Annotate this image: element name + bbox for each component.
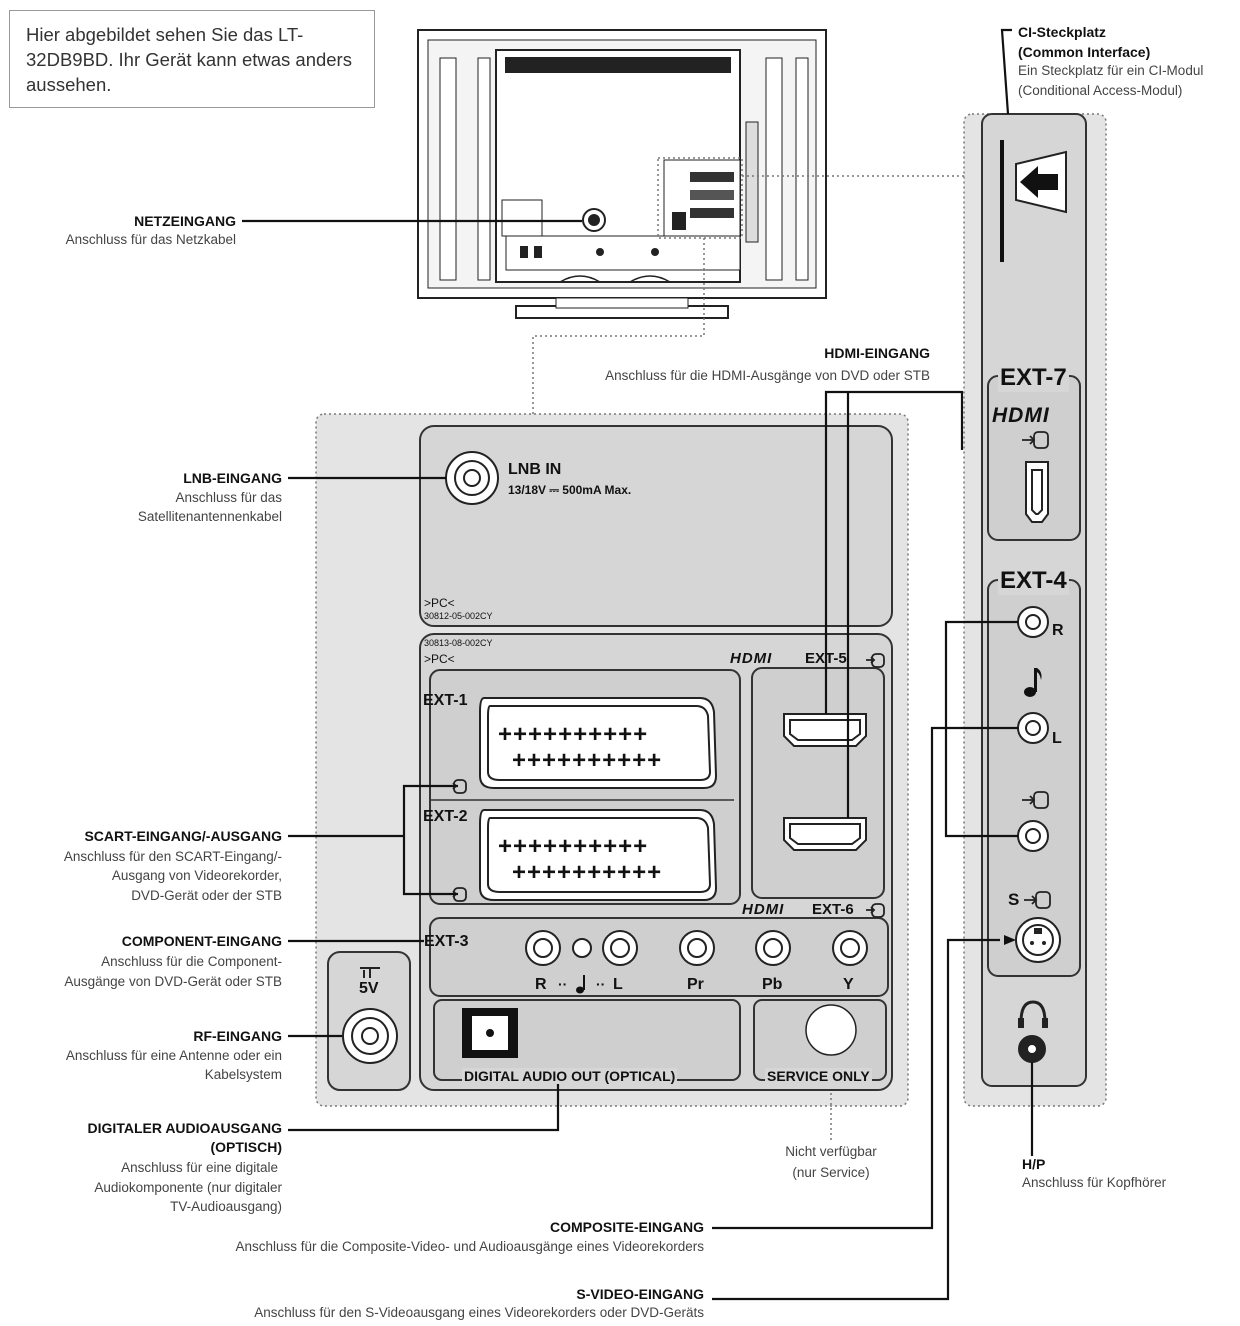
rf-title: RF-EINGANG: [193, 1028, 282, 1044]
service-desc-1: Nicht verfügbar: [785, 1144, 877, 1159]
lnb-title: LNB-EINGANG: [183, 470, 282, 486]
netz-title: NETZEINGANG: [134, 213, 236, 229]
lnb-desc-1: Anschluss für das: [175, 490, 282, 505]
lnb-spec-label: 13/18V ⎓ 500mA Max.: [508, 483, 632, 497]
component-desc-1: Anschluss für die Component-: [101, 954, 282, 969]
scart-desc-2: Ausgang von Videorekorder,: [111, 868, 282, 883]
pc-mark-1: >PC<: [424, 596, 455, 610]
ci-desc-1: Ein Steckplatz für ein CI-Modul: [1018, 63, 1204, 78]
ci-title-1: CI-Steckplatz: [1018, 24, 1106, 40]
ci-title-2: (Common Interface): [1018, 44, 1151, 60]
side-s-label: S: [1008, 890, 1020, 909]
ext7-label: EXT-7: [998, 364, 1069, 392]
composite-desc: Anschluss für die Composite-Video- und A…: [235, 1239, 704, 1254]
leader-lines: [242, 28, 1034, 1301]
svideo-title: S-VIDEO-EINGANG: [576, 1286, 704, 1302]
ext5-label: EXT-5: [805, 650, 847, 667]
svg-text:++++++++++: ++++++++++: [498, 833, 648, 860]
lnb-in-label: LNB IN: [508, 461, 562, 478]
part-code-2: 30813-08-002CY: [424, 638, 493, 648]
optical-port: [462, 1008, 518, 1058]
digital-title-1: DIGITALER AUDIOAUSGANG: [87, 1120, 282, 1136]
ext6-label: EXT-6: [812, 901, 854, 918]
rf-connector: [342, 967, 398, 1064]
component-desc-2: Ausgänge von DVD-Gerät oder STB: [64, 974, 282, 989]
scart-pins: ++++++++++ ++++++++++ ++++++++++ +++++++…: [498, 721, 662, 886]
scart-title: SCART-EINGANG/-AUSGANG: [84, 828, 282, 844]
hdmi-desc: Anschluss für die HDMI-Ausgänge von DVD …: [605, 368, 930, 383]
service-port: [805, 1004, 857, 1056]
model-note: Hier abgebildet sehen Sie das LT-32DB9BD…: [9, 10, 375, 108]
digital-desc-2: Audiokomponente (nur digitaler: [94, 1180, 282, 1195]
svideo-pointer: [1004, 935, 1016, 945]
side-jacks: [1015, 606, 1061, 1063]
digital-desc-1: Anschluss für eine digitale: [121, 1160, 278, 1175]
digital-audio-out-label: DIGITAL AUDIO OUT (OPTICAL): [462, 1068, 678, 1084]
composite-title: COMPOSITE-EINGANG: [549, 1219, 704, 1235]
ci-slot-arrow-icon: [1015, 150, 1067, 214]
side-l-label: L: [1052, 730, 1062, 747]
netz-desc: Anschluss für das Netzkabel: [65, 232, 236, 247]
ext4-label: EXT-4: [998, 567, 1069, 595]
ext2-label: EXT-2: [423, 808, 468, 825]
ext1-label: EXT-1: [423, 692, 468, 709]
pr-label: Pr: [687, 976, 704, 993]
audio-r-label: R: [535, 976, 547, 993]
svg-text:++++++++++: ++++++++++: [512, 859, 662, 886]
digital-title-2: (OPTISCH): [210, 1139, 282, 1155]
audio-dots-right: ··: [596, 976, 606, 992]
service-desc-2: (nur Service): [792, 1165, 870, 1180]
hdmi-title: HDMI-EINGANG: [824, 345, 930, 361]
hdmi-logo-ext5: HDMI: [730, 650, 773, 667]
5v-label: 5V: [359, 980, 379, 997]
side-hdmi-logo: HDMI: [992, 404, 1050, 427]
svg-text:++++++++++: ++++++++++: [512, 747, 662, 774]
part-code-1: 30812-05-002CY: [424, 611, 493, 621]
pc-mark-2: >PC<: [424, 652, 455, 666]
pb-label: Pb: [762, 976, 783, 993]
component-jacks: [525, 930, 868, 966]
panel-hdmi-ports: [783, 713, 867, 851]
side-panel: [981, 113, 1087, 1087]
rf-desc-2: Kabelsystem: [204, 1067, 282, 1082]
input-arrow-icons: [448, 431, 1051, 918]
music-note-icons: [576, 668, 1042, 994]
tv-back-view: [417, 29, 827, 319]
digital-desc-3: TV-Audioausgang): [170, 1199, 282, 1214]
ci-desc-2: (Conditional Access-Modul): [1018, 83, 1183, 98]
side-r-label: R: [1052, 622, 1064, 639]
audio-dots-left: ··: [558, 976, 568, 992]
rf-desc-1: Anschluss für eine Antenne oder ein: [65, 1048, 282, 1063]
scart-desc-3: DVD-Gerät oder der STB: [131, 888, 282, 903]
component-title: COMPONENT-EINGANG: [121, 933, 282, 949]
lnb-connector: [445, 451, 499, 505]
svg-text:++++++++++: ++++++++++: [498, 721, 648, 748]
scart-desc-1: Anschluss für den SCART-Eingang/-: [63, 849, 282, 864]
audio-l-label: L: [613, 976, 623, 993]
svideo-desc: Anschluss für den S-Videoausgang eines V…: [254, 1305, 704, 1320]
y-label: Y: [843, 976, 854, 993]
lnb-desc-2: Satellitenantennenkabel: [137, 509, 282, 524]
ext3-label: EXT-3: [424, 933, 469, 950]
hp-desc: Anschluss für Kopfhörer: [1022, 1175, 1167, 1190]
scart-connectors: [479, 697, 718, 901]
service-only-label: SERVICE ONLY: [765, 1068, 872, 1084]
side-hdmi-port: [1025, 461, 1049, 523]
hp-title: H/P: [1022, 1156, 1046, 1172]
hdmi-logo-ext6: HDMI: [742, 901, 785, 918]
